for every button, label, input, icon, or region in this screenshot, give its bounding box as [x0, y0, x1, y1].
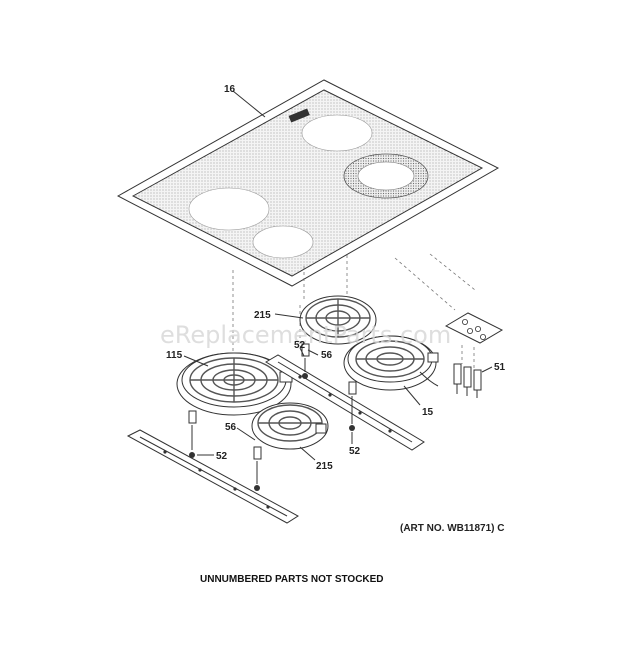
- watermark: eReplacementParts.com: [160, 321, 451, 349]
- label-element-top: 215: [254, 310, 271, 321]
- label-element-right: 15: [422, 407, 434, 418]
- label-element-left: 115: [166, 350, 183, 361]
- guide-lines: [232, 253, 476, 355]
- art-number: (ART NO. WB11871) C: [400, 523, 504, 534]
- element-bracket-lower: [126, 429, 299, 524]
- label-spacer-bottom: 56: [225, 422, 237, 433]
- cooktop-glass: [116, 79, 500, 287]
- surface-element-large-left: [176, 352, 293, 416]
- surface-element-right: [343, 335, 439, 391]
- label-cooktop: 16: [224, 84, 236, 95]
- label-screw-bottom: 52: [216, 451, 228, 462]
- leader-lines: [183, 313, 493, 461]
- footer-note: UNNUMBERED PARTS NOT STOCKED: [200, 574, 384, 585]
- label-spacer-top: 56: [321, 350, 333, 361]
- surface-element-small-bottom: [251, 402, 329, 450]
- leader-line: [232, 90, 266, 118]
- label-receptacles: 51: [494, 362, 506, 373]
- label-element-bottom: 215: [316, 461, 333, 472]
- label-screw-right: 52: [349, 446, 361, 457]
- surface-element-small-top: [299, 295, 377, 345]
- label-screw-top: 52: [294, 340, 306, 351]
- receptacle-block: [444, 312, 504, 344]
- terminal-receptacles: [453, 345, 482, 398]
